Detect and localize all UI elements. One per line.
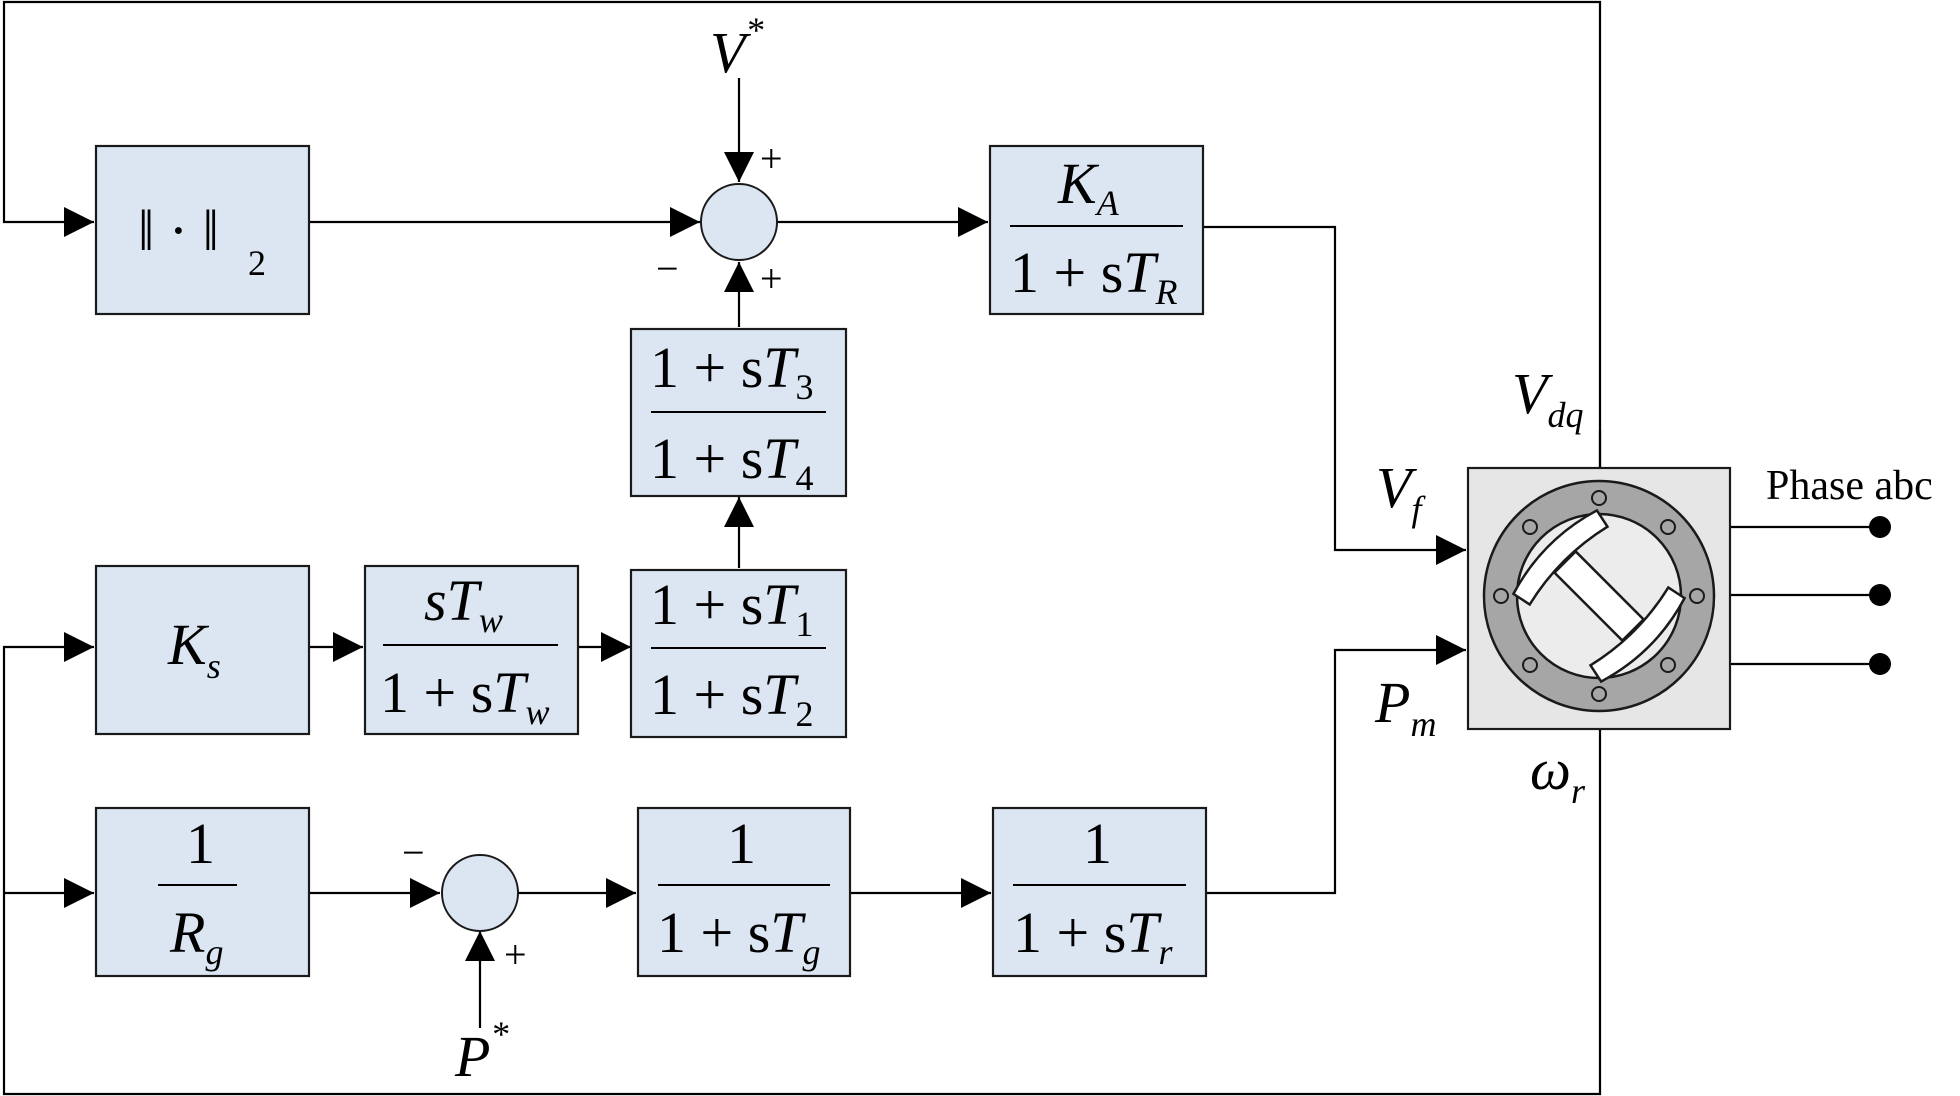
norm-text: ‖ · ‖ [138,198,219,263]
p-ref-label: P* [454,1014,508,1089]
ks-text: Ks [167,612,221,686]
washout-num: sTw [424,568,503,640]
norm-subscript: 2 [248,243,266,283]
vdq-label: Vdq [1512,361,1583,435]
terminal-dot [1869,516,1891,538]
signal-wires [2,0,1880,1096]
sum1-sign-top: + [760,136,783,181]
turbine-num: 1 [1083,811,1112,876]
governor-num: 1 [727,811,756,876]
wire-omega-to-norm [2,0,1602,730]
norm-block: ‖ · ‖ 2 [94,144,311,316]
wire-avr-to-generator [1203,225,1466,565]
phase-abc-label: Phase abc [1766,463,1933,509]
leadlag2-den: 1 + sT4 [650,426,814,498]
summing-junction-power [441,854,519,932]
avr-num: KA [1057,151,1120,223]
phase-terminals [1869,516,1891,675]
wire-turbine-to-generator [1206,635,1466,895]
droop-block: 1 Rg [94,806,311,978]
turbine-den: 1 + sTr [1013,900,1174,972]
terminal-dot [1869,653,1891,675]
avr-block: KA 1 + sTR [988,144,1205,316]
terminal-dot [1869,584,1891,606]
washout-den: 1 + sTw [380,660,550,732]
governor-den: 1 + sTg [657,900,821,972]
sum1-sign-bottom: + [760,256,783,301]
omega-r-label: ωr [1530,737,1586,811]
droop-den: Rg [169,900,223,972]
synchronous-generator-icon [1466,466,1732,731]
sum2-sign-bottom: + [504,932,527,977]
washout-block: sTw 1 + sTw [363,564,580,736]
leadlag2-num: 1 + sT3 [650,335,814,407]
leadlag1-num: 1 + sT1 [650,572,814,644]
lead-lag-block-1: 1 + sT1 1 + sT2 [629,568,848,739]
leadlag1-den: 1 + sT2 [650,662,814,734]
pm-label: Pm [1374,670,1436,744]
governor-block: 1 1 + sTg [636,806,852,978]
lead-lag-block-2: 1 + sT3 1 + sT4 [629,327,848,498]
wire-omega-to-ks [2,632,1602,1096]
ks-block: Ks [94,564,311,736]
avr-den: 1 + sTR [1010,240,1178,312]
v-ref-label: V* [710,10,763,85]
sum2-sign-left: − [402,830,425,875]
summing-junction-voltage [700,183,778,261]
sum1-sign-left: − [656,246,679,291]
vf-label: Vf [1376,455,1426,529]
turbine-block: 1 1 + sTr [991,806,1208,978]
droop-num: 1 [186,811,215,876]
